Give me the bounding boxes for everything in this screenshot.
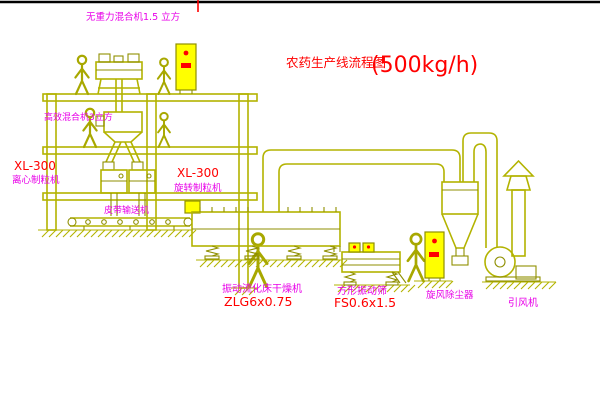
control-cabinet xyxy=(175,43,197,94)
label-granulator-right-model: XL-300 xyxy=(177,166,219,180)
cyclone-cone xyxy=(441,213,479,249)
indicator-dot-icon xyxy=(352,245,357,249)
label-screen-name: 方形振动筛 xyxy=(337,284,387,297)
label-dryer-name: 振动流化床干燥机 xyxy=(222,282,302,295)
worker-figure xyxy=(406,232,426,283)
ground-hatch-column xyxy=(231,287,257,296)
indicator-dot-icon xyxy=(432,238,437,244)
indicator-dot-icon xyxy=(366,245,371,249)
vibrating-screen xyxy=(333,242,407,286)
control-cabinet xyxy=(424,231,445,281)
exhaust-duct xyxy=(262,149,461,212)
fan-and-stack xyxy=(462,132,541,282)
label-granulator-right-name: 旋转制粒机 xyxy=(174,182,222,194)
cyclone-separator xyxy=(441,181,479,266)
label-screen-model: FS0.6x1.5 xyxy=(334,295,396,310)
label-cyclone: 旋风除尘器 xyxy=(426,289,474,301)
rain-cap-icon xyxy=(502,159,535,177)
building-frame xyxy=(42,93,258,289)
fluid-bed-dryer xyxy=(184,200,341,260)
ground-hatch-cabinet xyxy=(414,280,454,289)
exhaust-stack xyxy=(511,189,526,257)
worker-figure xyxy=(156,57,172,96)
ground-hatch-building xyxy=(38,229,197,238)
worker-figure xyxy=(74,54,90,96)
label-high-eff-mixer: 高效混合机3立方 xyxy=(44,111,113,123)
label-dryer-model: ZLG6x0.75 xyxy=(224,294,292,309)
ground-hatch-screen xyxy=(334,284,416,293)
fan-motor xyxy=(515,265,537,280)
label-granulator-left-name: 离心制粒机 xyxy=(12,174,60,186)
fan-scroll xyxy=(484,246,516,278)
drawing-title: 农药生产线流程图 xyxy=(286,55,386,70)
cyclone-body xyxy=(441,181,479,215)
label-belt-conveyor: 皮带输送机 xyxy=(104,204,149,216)
label-granulator-left-model: XL-300 xyxy=(14,159,56,173)
worker-figure xyxy=(247,232,269,288)
worker-figure xyxy=(157,111,171,148)
granulator-units xyxy=(100,169,156,216)
indicator-dot-icon xyxy=(183,50,189,56)
ground-hatch-dryer xyxy=(196,259,348,268)
belt-conveyor xyxy=(67,217,193,230)
gravity-mixer xyxy=(95,53,143,112)
label-fan: 引风机 xyxy=(508,296,538,309)
label-gravity-mixer: 无重力混合机1.5 立方 xyxy=(86,11,180,23)
ground-hatch-fan xyxy=(482,281,557,290)
drawing-capacity: (500kg/h) xyxy=(371,53,478,78)
